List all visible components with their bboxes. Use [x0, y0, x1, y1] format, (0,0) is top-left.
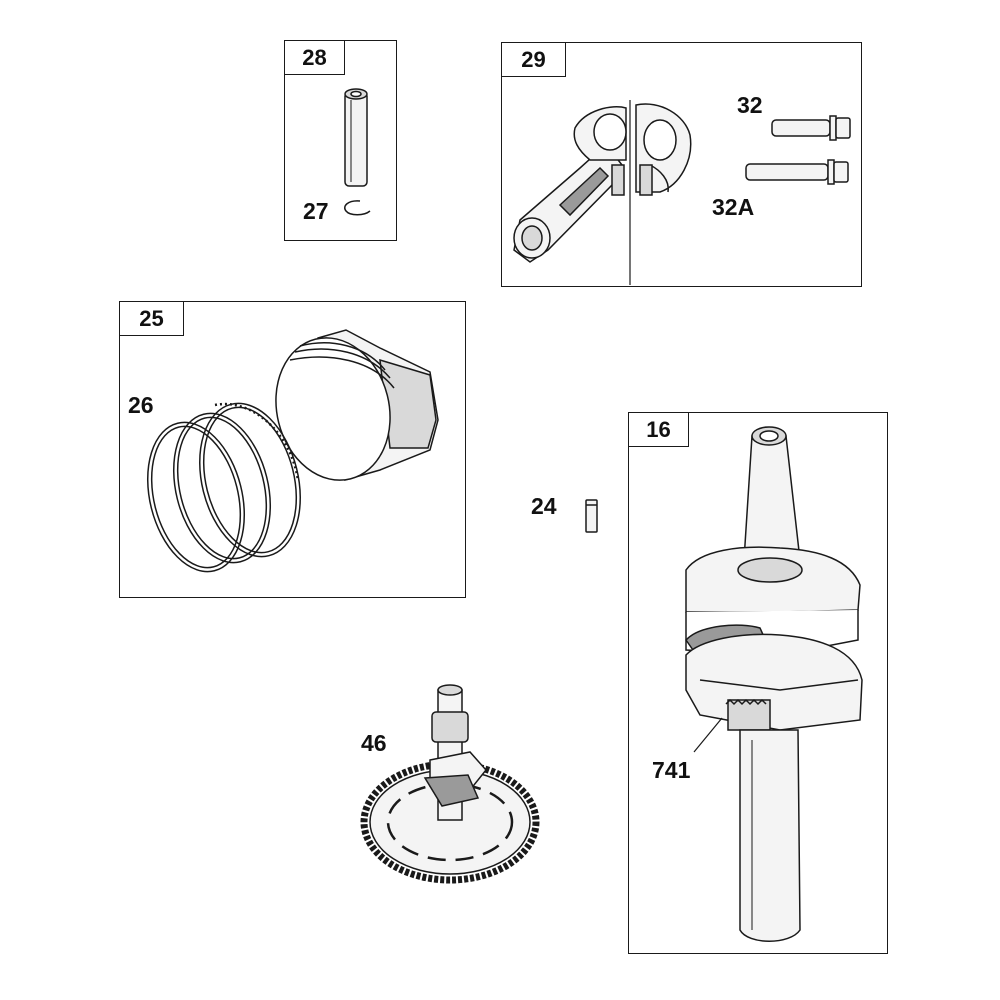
box-28-tag: 28 [285, 41, 345, 75]
label-24: 24 [531, 493, 557, 519]
box-28-frame: 28 [284, 40, 397, 241]
label-32a: 32A [712, 194, 755, 220]
retaining-clip-drawing [345, 201, 370, 215]
key-drawing [586, 500, 597, 532]
bolt-32a-drawing [746, 160, 848, 184]
piston-drawing [261, 326, 438, 493]
label-32: 32 [737, 92, 763, 118]
label-46: 46 [361, 730, 387, 756]
leader-741 [694, 718, 722, 752]
box-29-tag: 29 [502, 43, 566, 77]
label-26: 26 [128, 392, 154, 418]
box-25-tag: 25 [120, 302, 184, 336]
box-16-tag: 16 [629, 413, 689, 447]
box-25-frame: 25 [119, 301, 466, 598]
box-16-frame: 16 [628, 412, 888, 954]
bolt-32-drawing [772, 116, 850, 140]
piston-rings-drawing [133, 393, 315, 582]
label-741: 741 [652, 757, 691, 783]
connecting-rod-drawing [514, 100, 691, 285]
camshaft-drawing [364, 685, 536, 880]
piston-pin-drawing [345, 89, 367, 186]
box-29-frame: 29 [501, 42, 862, 287]
label-27: 27 [303, 198, 329, 224]
crankshaft-drawing [686, 427, 862, 941]
